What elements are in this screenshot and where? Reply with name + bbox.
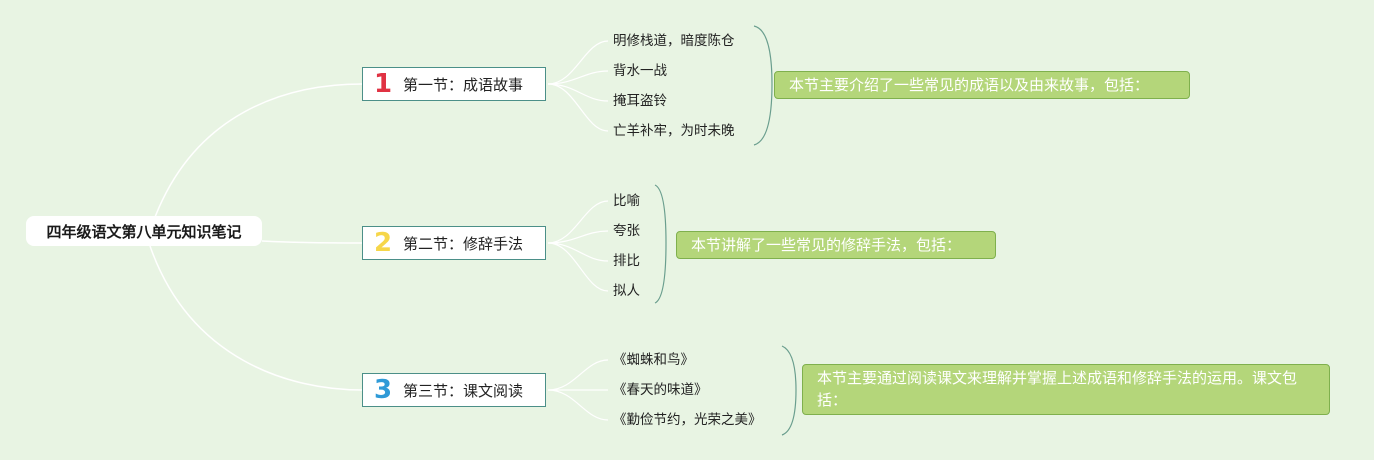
connector-root-section-2 <box>261 240 363 244</box>
number-one-icon: 1 <box>373 69 393 99</box>
section-3-node[interactable]: 3 第三节：课文阅读 <box>362 373 546 407</box>
summary-brackets <box>654 25 797 436</box>
connector-s3-i1 <box>547 359 609 391</box>
section-1-node[interactable]: 1 第一节：成语故事 <box>362 67 546 101</box>
bracket-section-2 <box>654 184 667 304</box>
section-1-item[interactable]: 亡羊补牢，为时未晚 <box>613 123 735 139</box>
section-1-item[interactable]: 掩耳盗铃 <box>613 93 667 109</box>
section-3-item[interactable]: 《蜘蛛和鸟》 <box>613 352 694 368</box>
bracket-section-1 <box>753 25 773 146</box>
section-3-summary-note[interactable]: 本节主要通过阅读课文来理解并掌握上述成语和修辞手法的运用。课文包括： <box>802 364 1330 415</box>
root-title: 四年级语文第八单元知识笔记 <box>46 222 242 241</box>
section-2-summary-note[interactable]: 本节讲解了一些常见的修辞手法，包括： <box>676 231 996 259</box>
connector-s1-i3 <box>547 83 609 102</box>
section-2-title: 第二节：修辞手法 <box>403 234 524 253</box>
section-2-item[interactable]: 拟人 <box>613 283 640 299</box>
connector-root-section-1 <box>149 83 363 232</box>
section-1-item[interactable]: 背水一战 <box>613 63 667 79</box>
number-two-icon: 2 <box>373 228 393 258</box>
section-1-title: 第一节：成语故事 <box>403 75 524 94</box>
section-to-item-connectors <box>547 40 609 421</box>
section-2-item[interactable]: 排比 <box>613 253 640 269</box>
section-2-node[interactable]: 2 第二节：修辞手法 <box>362 226 546 260</box>
connector-s1-i4 <box>547 83 609 132</box>
section-3-title: 第三节：课文阅读 <box>403 381 524 400</box>
bracket-section-3 <box>781 345 797 436</box>
connector-s2-i2 <box>547 230 609 244</box>
section-3-item[interactable]: 《春天的味道》 <box>613 382 708 398</box>
connector-root-section-3 <box>149 245 363 391</box>
connector-s3-i3 <box>547 389 609 421</box>
section-3-item[interactable]: 《勤俭节约，光荣之美》 <box>613 412 762 428</box>
number-three-icon: 3 <box>373 375 393 405</box>
connector-s2-i4 <box>547 242 609 292</box>
connector-s1-i1 <box>547 40 609 85</box>
section-2-item[interactable]: 夸张 <box>613 223 640 239</box>
section-1-item[interactable]: 明修栈道，暗度陈仓 <box>613 33 735 49</box>
connector-s2-i1 <box>547 200 609 244</box>
root-topic[interactable]: 四年级语文第八单元知识笔记 <box>26 216 262 246</box>
root-to-section-connectors <box>149 83 363 391</box>
connector-s2-i3 <box>547 242 609 262</box>
section-2-item[interactable]: 比喻 <box>613 193 640 209</box>
section-1-summary-note[interactable]: 本节主要介绍了一些常见的成语以及由来故事，包括： <box>774 71 1190 99</box>
connector-s1-i2 <box>547 70 609 85</box>
